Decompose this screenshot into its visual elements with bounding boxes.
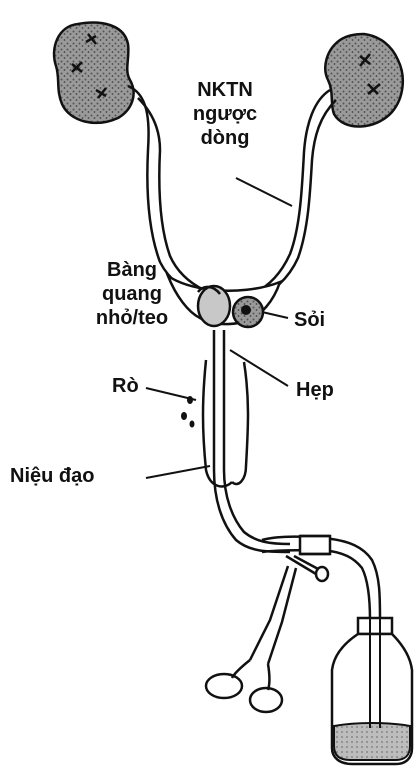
reflux-label-line-2: ngược (186, 102, 264, 126)
bladder-label-line-3: nhỏ/teo (82, 306, 182, 330)
penis-outline (203, 360, 248, 486)
stricture-label: Hẹp (296, 378, 334, 402)
reflux-label-line-1: NKTN (186, 78, 264, 102)
reflux-leader (236, 178, 292, 206)
right-kidney (325, 34, 403, 127)
bladder-label-line-2: quang (82, 282, 182, 306)
fistula-leader (146, 388, 196, 400)
left-kidney (54, 23, 134, 123)
bladder-label-line-1: Bàng (82, 258, 182, 282)
reflux-label-line-3: dòng (186, 126, 264, 150)
collection-bottle (332, 618, 412, 764)
stricture-leader (230, 350, 288, 386)
stone-label: Sỏi (294, 308, 325, 332)
bladder-stone (233, 297, 263, 327)
fistula-drops (181, 396, 195, 428)
reflux-label: NKTN ngược dòng (186, 78, 264, 150)
urethra-label: Niệu đạo (10, 464, 94, 488)
fistula-label: Rò (112, 374, 139, 398)
contracted-bladder (198, 286, 230, 326)
bladder-label: Bàng quang nhỏ/teo (82, 258, 182, 330)
stone-leader (262, 312, 288, 318)
right-ureter (252, 90, 336, 300)
catheter-side-port (286, 556, 328, 581)
hemostat-clamp (206, 566, 296, 712)
urethra-leader (146, 466, 210, 478)
